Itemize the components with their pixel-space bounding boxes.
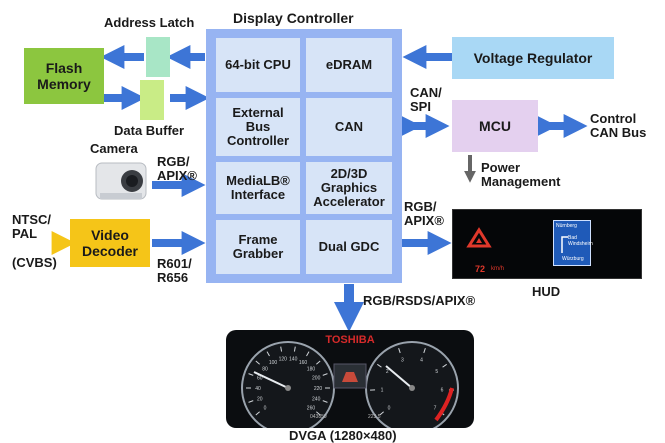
- sign-top-text: Nürnberg: [556, 223, 577, 229]
- trip-meter: 223.5: [368, 414, 381, 420]
- gauge-tick-label: 5: [435, 369, 438, 375]
- hud-display: Nürnberg Bad Windsheim Würzburg 72 km/h: [452, 209, 642, 279]
- camera-label: Camera: [90, 141, 138, 156]
- gauge-tick-label: 1: [381, 387, 384, 393]
- direction-arrow-icon: [561, 236, 568, 253]
- gauge-tick-label: 40: [255, 386, 261, 392]
- gauge-tick-label: 60: [257, 376, 263, 382]
- gauge-tick-label: 7: [434, 405, 437, 411]
- data-buffer-block: [140, 80, 164, 120]
- power-management-label: Power Management: [481, 160, 561, 189]
- gauge-tick-label: 160: [299, 360, 308, 366]
- left-needle: [253, 371, 289, 389]
- ntsc-pal-label: NTSC/ PAL: [12, 212, 51, 241]
- gauge-tick-label: 80: [262, 367, 268, 373]
- gauge-tick-label: 4: [420, 358, 423, 364]
- gauge-tick: [280, 346, 283, 352]
- redline-zone: [434, 387, 454, 422]
- dvga-label: DVGA (1280×480): [289, 428, 397, 443]
- rgb-rsds-apix-label: RGB/RSDS/APIX®: [363, 293, 476, 308]
- gauge-tick-label: 20: [257, 396, 263, 402]
- car-icon: [342, 372, 358, 382]
- gauge-tick-label: 220: [314, 386, 323, 392]
- control-can-bus-label: Control CAN Bus: [590, 111, 647, 140]
- gauge-tick: [442, 363, 447, 368]
- r601-r656-label: R601/ R656: [157, 256, 192, 285]
- rgb-apix-right-label: RGB/ APIX®: [404, 199, 444, 228]
- rgb-apix-left-label: RGB/ APIX®: [157, 154, 197, 183]
- gauge-tick-label: 3: [401, 358, 404, 364]
- gauge-tick: [322, 373, 328, 376]
- gauge-tick: [248, 373, 254, 376]
- gauge-tick-label: 2: [386, 369, 389, 375]
- cell-frame-grabber: Frame Grabber: [216, 220, 300, 274]
- cell-dual-gdc: Dual GDC: [306, 220, 392, 274]
- right-gauge-ticks: 0 1 2 3 4 5 6 7: [370, 348, 454, 416]
- address-latch-block: [146, 37, 170, 77]
- gauge-tick: [248, 400, 254, 403]
- odometer: 043859: [310, 414, 327, 420]
- gauge-tick-label: 6: [441, 387, 444, 393]
- gauge-tick: [293, 346, 296, 352]
- can-spi-label: CAN/ SPI: [410, 85, 442, 114]
- gauge-tick-label: 140: [289, 356, 298, 362]
- gauge-tick: [266, 351, 270, 357]
- cell-external-bus-controller: External Bus Controller: [216, 98, 300, 156]
- sign-bottom-text: Würzburg: [562, 256, 584, 262]
- cell-can: CAN: [306, 98, 392, 156]
- gauge-tick: [255, 360, 260, 365]
- gauge-tick: [316, 360, 321, 365]
- gauge-tick-label: 0: [388, 405, 391, 411]
- hud-speed-unit: km/h: [491, 266, 505, 272]
- display-controller-title: Display Controller: [233, 10, 354, 26]
- gauge-tick: [316, 411, 321, 416]
- gauge-tick: [306, 351, 310, 357]
- gauge-tick: [379, 411, 384, 416]
- sign-mid-text: Bad Windsheim: [568, 235, 593, 247]
- video-decoder-block: Video Decoder: [70, 219, 150, 267]
- gauge-tick: [255, 411, 260, 416]
- gauge-tick: [377, 363, 382, 368]
- voltage-regulator-block: Voltage Regulator: [452, 37, 614, 79]
- mcu-block: MCU: [452, 100, 538, 152]
- cluster-brand: TOSHIBA: [325, 334, 375, 346]
- direction-sign: Nürnberg Bad Windsheim Würzburg: [553, 220, 593, 266]
- hud-speed: 72: [475, 264, 486, 274]
- gauge-tick: [423, 348, 426, 354]
- cell-edram: eDRAM: [306, 38, 392, 92]
- gauge-tick: [398, 348, 401, 354]
- gauge-tick: [322, 400, 328, 403]
- gauge-tick-label: 260: [307, 405, 316, 411]
- address-latch-label: Address Latch: [104, 15, 195, 30]
- gauge-tick-label: 240: [312, 396, 321, 402]
- gauge-tick-label: 120: [279, 356, 288, 362]
- gauge-tick-label: 180: [307, 367, 316, 373]
- warning-triangle-icon: [466, 227, 492, 248]
- flash-memory-block: Flash Memory: [24, 48, 104, 104]
- cvbs-label: (CVBS): [12, 255, 57, 270]
- cell-graphics-accelerator: 2D/3D Graphics Accelerator: [306, 162, 392, 214]
- gauge-tick-label: 0: [264, 405, 267, 411]
- gauge-tick-label: 200: [312, 376, 321, 382]
- hud-label: HUD: [532, 284, 561, 299]
- cell-medialb-interface: MediaLB® Interface: [216, 162, 300, 214]
- gauge-tick-label: 100: [269, 360, 278, 366]
- right-needle: [385, 365, 413, 389]
- cell-cpu: 64-bit CPU: [216, 38, 300, 92]
- data-buffer-label: Data Buffer: [114, 123, 185, 138]
